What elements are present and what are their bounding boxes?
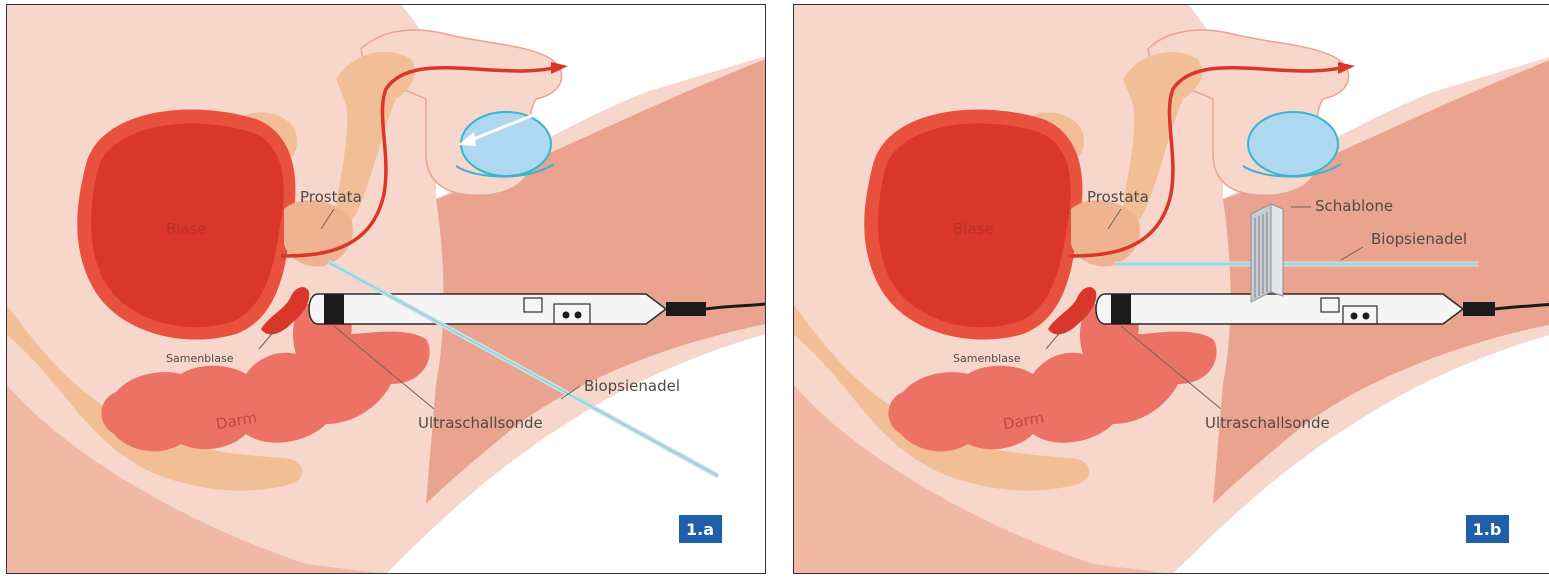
label-blase: Blase — [166, 220, 207, 238]
probe-body — [1096, 294, 1463, 324]
panel-1a: Blase Prostata Samenblase Darm Ultrascha… — [6, 4, 766, 574]
panel-badge: 1.b — [1473, 520, 1502, 539]
probe-handle-end — [666, 302, 706, 316]
label-ultraschallsonde: Ultraschallsonde — [418, 414, 543, 432]
label-prostata: Prostata — [300, 188, 362, 206]
label-ultraschallsonde: Ultraschallsonde — [1205, 414, 1330, 432]
probe-tip — [1111, 294, 1131, 324]
label-samenblase: Samenblase — [166, 352, 234, 365]
probe-dot-1 — [1351, 313, 1358, 320]
probe-dot-2 — [1363, 313, 1370, 320]
label-biopsienadel: Biopsienadel — [584, 377, 680, 395]
probe-dot-2 — [575, 312, 582, 319]
label-biopsienadel: Biopsienadel — [1371, 230, 1467, 248]
testis — [1248, 112, 1338, 176]
label-samenblase: Samenblase — [953, 352, 1021, 365]
probe-body — [309, 294, 666, 324]
panel-1b: Blase Prostata Samenblase Darm Ultrascha… — [793, 4, 1549, 574]
anatomy-diagram-1b: Blase Prostata Samenblase Darm Ultrascha… — [793, 4, 1549, 574]
probe-handle-end — [1463, 302, 1495, 316]
template-grid — [1251, 204, 1283, 302]
probe-tip — [324, 294, 344, 324]
anatomy-diagram-1a: Blase Prostata Samenblase Darm Ultrascha… — [6, 4, 766, 574]
label-schablone: Schablone — [1315, 197, 1393, 215]
panel-badge: 1.a — [686, 520, 714, 539]
probe-dot-1 — [563, 312, 570, 319]
label-prostata: Prostata — [1087, 188, 1149, 206]
template-side — [1271, 204, 1283, 296]
template-face — [1251, 204, 1271, 302]
label-blase: Blase — [953, 220, 994, 238]
